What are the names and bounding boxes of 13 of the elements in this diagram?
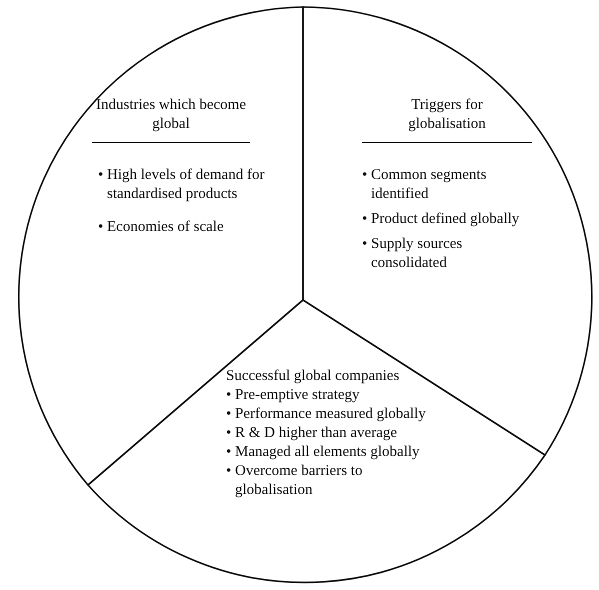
bullet-item: • Managed all elements globally [226,443,421,462]
bullet-item: • Product defined globally [362,210,520,229]
bullet-item: • Common segments identified [362,166,488,204]
bullet-item: • Overcome barriers to globalisation [226,462,364,500]
bullet-item: • Performance measured globally [226,405,427,424]
sector-heading: Successful global companies [226,367,400,386]
bullet-item: • High levels of demand for standardised products [98,166,266,204]
sector-heading: Industries which become global [92,96,250,143]
bullet-item: • Pre-emptive strategy [226,386,361,405]
bullet-item: • Supply sources consolidated [362,235,464,273]
bullet-item: • Economies of scale [98,218,225,237]
bullet-item: • R & D higher than average [226,424,398,443]
sector-heading: Triggers for globalisation [362,96,532,143]
